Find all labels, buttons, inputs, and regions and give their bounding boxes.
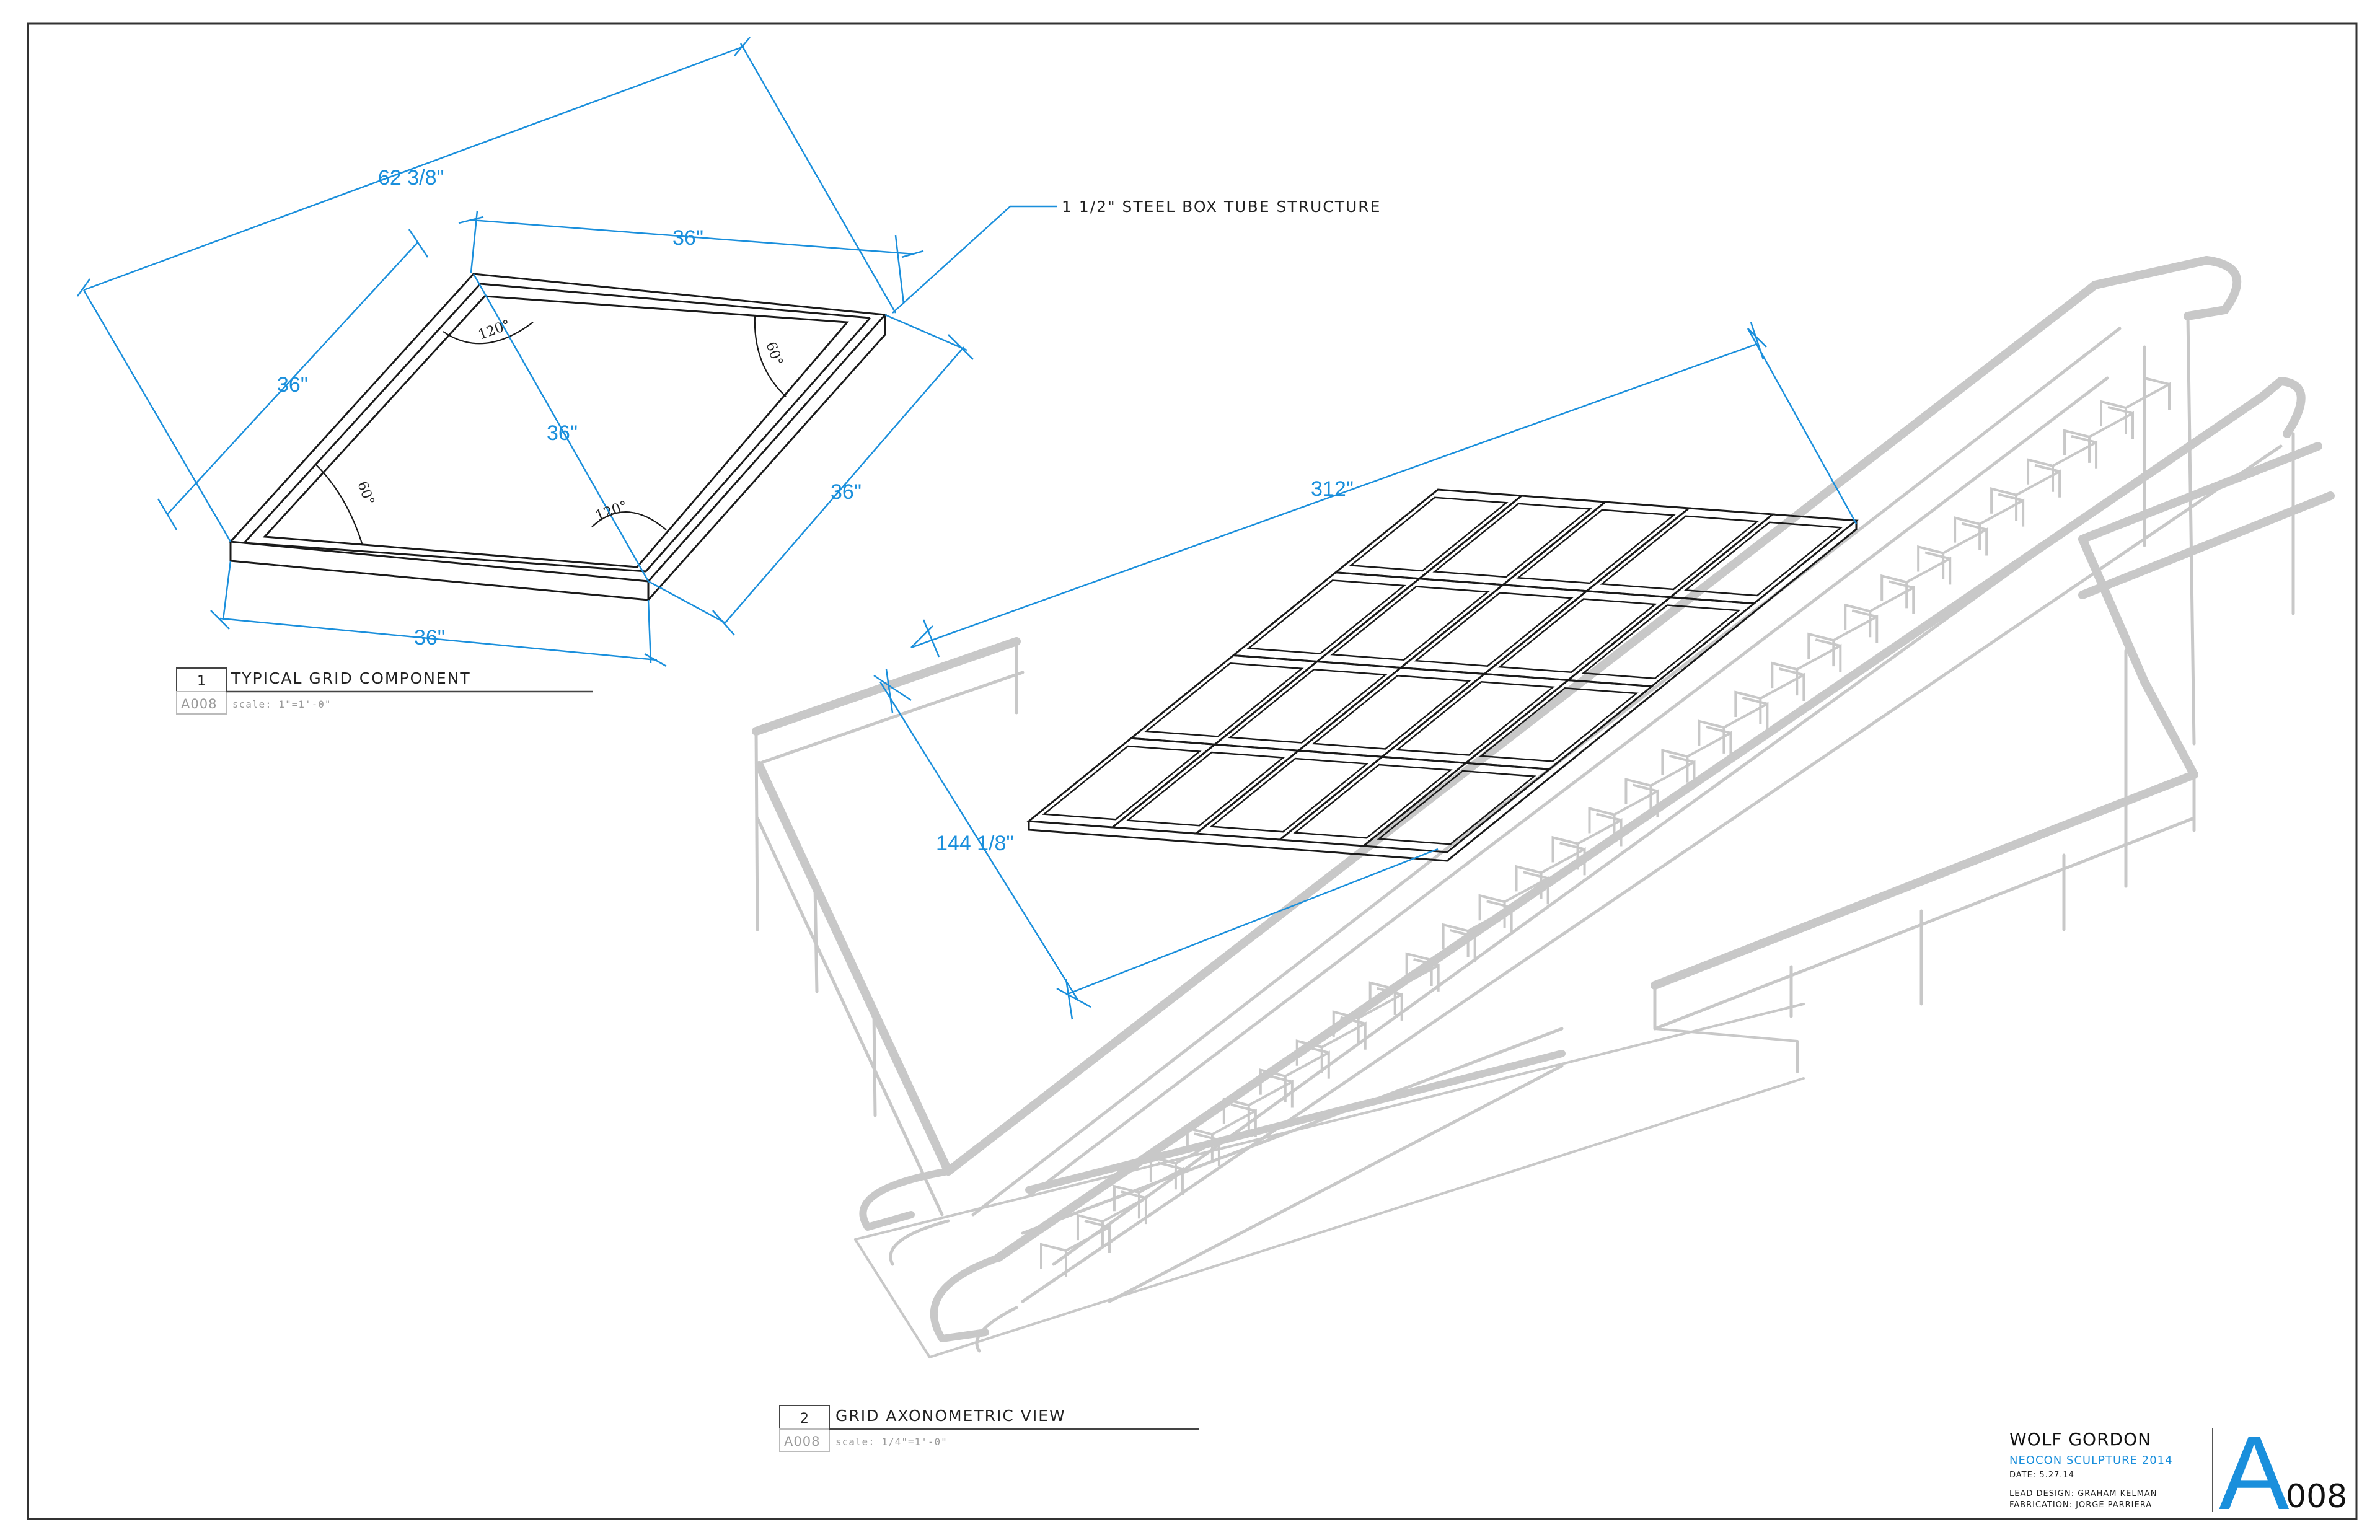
grid-axonometric [1026,488,1859,862]
detail1-scale: scale: 1"=1'-0" [232,698,332,710]
escalator-step [1990,464,2061,521]
sheet-border [27,22,2358,1520]
dim-right-36: 36" [831,480,862,504]
grid-cell-opening [1414,592,1574,667]
dim-144-1-8: 144 1/8" [936,832,1014,855]
escalator-step [1624,754,1696,812]
detail1-number: 1 [197,674,206,689]
escalator-drawing [752,256,2335,1358]
dim-bottom-36: 36" [414,626,445,649]
detail2-title-block: 2 GRID AXONOMETRIC VIEW A008 scale: 1/4"… [779,1405,1199,1452]
escalator-step [1149,1132,1220,1190]
grid-cell-opening [1209,757,1369,833]
grid-cell-opening [1349,496,1509,572]
lead-design: LEAD DESIGN: GRAHAM KELMAN [2009,1489,2157,1498]
escalator-step [1368,957,1440,1015]
escalator-step [1076,1190,1147,1248]
escalator-step [1259,1045,1330,1102]
sheet-number: 008 [2286,1478,2347,1515]
axo-dimensions [873,322,1858,1020]
escalator-step [1515,842,1586,899]
dim-62-3-8: 62 3/8" [378,166,444,190]
escalator-step [1917,522,1988,579]
grid-cell-opening [1683,521,1843,597]
escalator-step [1222,1074,1294,1132]
grid-cell-opening [1126,751,1285,827]
grid-cell-opening [1581,604,1741,680]
grid-cell-opening [1377,770,1536,845]
escalator-step [1734,667,1805,724]
detail2-title: GRID AXONOMETRIC VIEW [835,1407,1066,1425]
escalator-step [1698,696,1769,754]
dim-center-36: 36" [547,421,578,445]
escalator-step [1880,551,1952,609]
escalator-step [1661,725,1732,783]
escalator-step [1954,493,2025,550]
component-dimensions [76,37,1057,667]
company-name: WOLF GORDON [2009,1429,2151,1450]
escalator-step [1844,580,1915,638]
angle-arcs [315,315,787,546]
sheet-letter: A [2219,1414,2290,1532]
escalator-step [1405,929,1476,987]
grid-cell-opening [1600,515,1760,591]
escalator-step [1442,900,1513,957]
structure-callout: 1 1/2" STEEL BOX TUBE STRUCTURE [1062,198,1381,216]
grid-cell-opening [1497,598,1657,674]
escalator-steps [1040,377,2171,1277]
dim-left-36: 36" [277,373,308,397]
detail1-sheet: A008 [181,697,217,711]
dim-312: 312" [1311,477,1354,501]
grid-cell-opening [1330,586,1490,661]
escalator-step [1771,638,1842,696]
grid-cell-opening [1144,662,1304,737]
project-name: NEOCON SCULPTURE 2014 [2009,1454,2173,1467]
dim-top-36: 36" [672,226,703,250]
detail2-scale: scale: 1/4"=1'-0" [835,1436,948,1448]
grid-cell-opening [1293,763,1453,839]
grid-cell-opening [1395,680,1555,756]
escalator-step [2063,405,2135,463]
detail1-title: TYPICAL GRID COMPONENT [231,669,471,687]
escalator-step [1588,783,1659,841]
grid-cell-opening [1516,509,1676,584]
escalator-step [1478,871,1549,928]
escalator-step [1295,1016,1367,1073]
escalator-step [2100,377,2171,434]
fabrication: FABRICATION: JORGE PARRIERA [2009,1500,2152,1510]
grid-cell-opening [1479,687,1639,762]
escalator-step [1807,609,1879,667]
escalator-step [1332,987,1403,1044]
escalator-step [2027,434,2098,492]
grid-cell-opening [1042,745,1202,821]
escalator-step [1186,1103,1257,1161]
escalator-step [1551,812,1623,870]
detail2-number: 2 [800,1411,809,1427]
escalator-step [1040,1220,1111,1277]
drawing-date: DATE: 5.27.14 [2009,1471,2074,1480]
grid-cell-opening [1228,668,1388,744]
grid-cell-opening [1311,674,1471,750]
sheet-title-block: WOLF GORDON NEOCON SCULPTURE 2014 DATE: … [2009,1414,2347,1532]
escalator-step [1113,1161,1184,1219]
detail1-title-block: 1 TYPICAL GRID COMPONENT A008 scale: 1"=… [176,667,593,715]
detail2-sheet: A008 [784,1434,820,1449]
grid-cell-opening [1246,579,1406,655]
grid-slab-edge [1028,521,1858,862]
grid-cell-opening [1432,503,1592,578]
